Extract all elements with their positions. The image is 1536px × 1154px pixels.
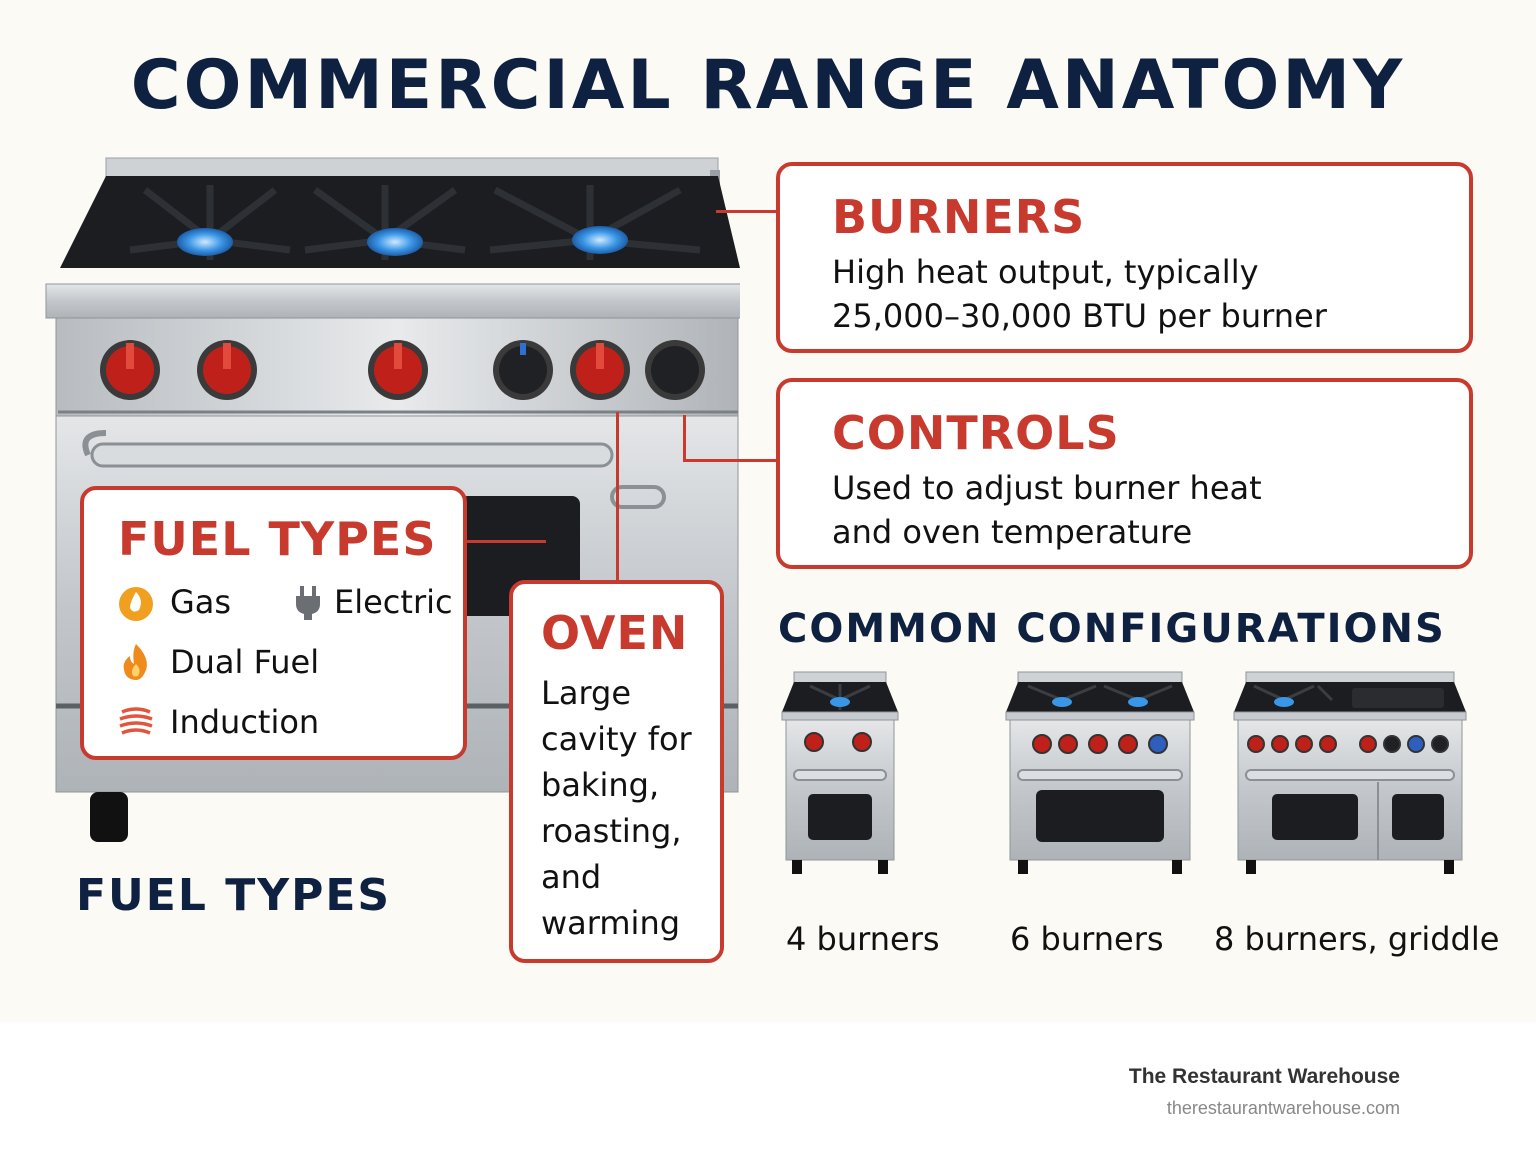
range-4-burners-illustration bbox=[781, 671, 899, 874]
burners-leader-line bbox=[716, 210, 778, 213]
common-configurations-heading: COMMON CONFIGURATIONS bbox=[778, 606, 1446, 652]
fuel-types-heading: FUEL TYPES bbox=[76, 870, 392, 921]
oven-line-5: and bbox=[541, 858, 602, 896]
controls-title: CONTROLS bbox=[832, 406, 1120, 460]
range-6-burners-illustration bbox=[1005, 671, 1195, 874]
footer-brand: The Restaurant Warehouse bbox=[1128, 1065, 1400, 1088]
controls-line-2: and oven temperature bbox=[832, 513, 1193, 551]
controls-leader-line-h bbox=[683, 459, 778, 462]
burners-callout: BURNERS High heat output, typically 25,0… bbox=[776, 162, 1473, 353]
burners-line-2: 25,000–30,000 BTU per burner bbox=[832, 297, 1327, 335]
fuel-item-dual-fuel: Dual Fuel bbox=[116, 642, 319, 682]
control-knobs bbox=[100, 340, 705, 400]
infographic-canvas: COMMERCIAL RANGE ANATOMY bbox=[45, 46, 1500, 963]
oven-description: Large cavity for baking, roasting, and w… bbox=[541, 670, 721, 946]
oven-line-1: Large bbox=[541, 674, 632, 712]
fuel-types-callout: FUEL TYPES Gas Electric Dual Fuel bbox=[80, 486, 467, 760]
oven-leader-line bbox=[616, 412, 619, 582]
controls-leader-line bbox=[683, 415, 686, 461]
oven-callout: OVEN Large cavity for baking, roasting, … bbox=[509, 580, 724, 963]
footer-url[interactable]: therestaurantwarehouse.com bbox=[1166, 1098, 1400, 1118]
burners-description: High heat output, typically 25,000–30,00… bbox=[832, 250, 1327, 338]
config-label-8-burners-griddle: 8 burners, griddle bbox=[1214, 920, 1500, 958]
page-title: COMMERCIAL RANGE ANATOMY bbox=[130, 46, 1406, 125]
dual-fuel-flame-icon bbox=[123, 644, 147, 680]
controls-callout: CONTROLS Used to adjust burner heat and … bbox=[776, 378, 1473, 569]
config-label-6-burners: 6 burners bbox=[1010, 920, 1164, 958]
electric-plug-icon bbox=[296, 586, 320, 620]
oven-title: OVEN bbox=[541, 606, 689, 660]
burners-title: BURNERS bbox=[832, 190, 1086, 244]
oven-line-4: roasting, bbox=[541, 812, 682, 850]
config-label-4-burners: 4 burners bbox=[786, 920, 940, 958]
fuel-item-electric: Electric bbox=[288, 582, 453, 622]
gas-flame-icon bbox=[119, 587, 153, 621]
fuel-item-induction: Induction bbox=[116, 702, 319, 742]
oven-line-2: cavity for bbox=[541, 720, 692, 758]
fuel-types-title: FUEL TYPES bbox=[118, 512, 437, 566]
burners-line-1: High heat output, typically bbox=[832, 253, 1259, 291]
controls-line-1: Used to adjust burner heat bbox=[832, 469, 1262, 507]
controls-description: Used to adjust burner heat and oven temp… bbox=[832, 466, 1262, 554]
induction-coil-icon bbox=[119, 707, 153, 735]
oven-line-3: baking, bbox=[541, 766, 660, 804]
fuel-item-gas: Gas bbox=[116, 582, 231, 622]
range-8-burners-griddle-illustration bbox=[1233, 671, 1467, 874]
fuel-leader-line bbox=[466, 540, 546, 543]
oven-line-6: warming bbox=[541, 904, 681, 942]
